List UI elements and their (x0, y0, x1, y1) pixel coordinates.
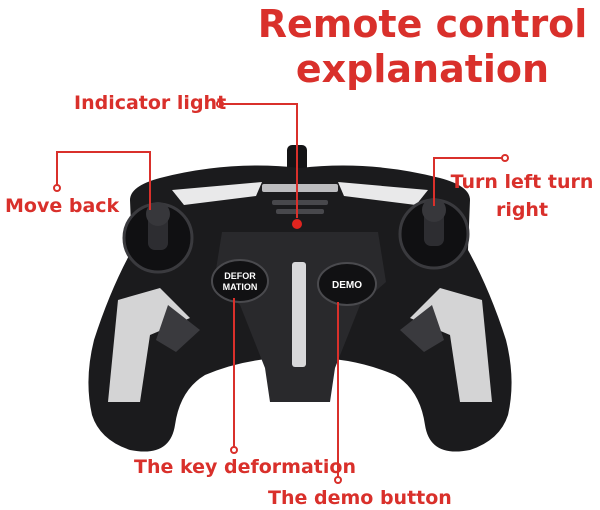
title-line-1: Remote control (257, 2, 588, 46)
callout-indicator (220, 103, 298, 218)
top-strip-right (338, 182, 428, 205)
top-strip-left (172, 182, 262, 205)
label-demo-button: The demo button (268, 487, 452, 509)
label-turn-left-right: Turn left turn right (450, 171, 594, 221)
center-chrome-bar (292, 262, 306, 367)
indicator-led (292, 219, 302, 229)
label-indicator-light: Indicator light (74, 92, 227, 114)
deformation-button[interactable] (211, 259, 269, 303)
demo-button-label: DEMO (332, 280, 362, 291)
page-title: Remote control explanation (250, 2, 595, 92)
callout-turn (433, 157, 505, 206)
top-strip-center (262, 184, 338, 192)
demo-button[interactable] (317, 262, 377, 306)
callout-lines (56, 103, 505, 480)
callout-move-back (56, 151, 151, 210)
label-key-deformation: The key deformation (134, 456, 356, 478)
callout-dots (53, 100, 509, 484)
title-line-2: explanation (295, 47, 550, 91)
deformation-button-label-2: MATION (223, 282, 258, 292)
deformation-button-label-1: DEFOR (224, 271, 256, 281)
label-move-back: Move back (5, 195, 120, 217)
